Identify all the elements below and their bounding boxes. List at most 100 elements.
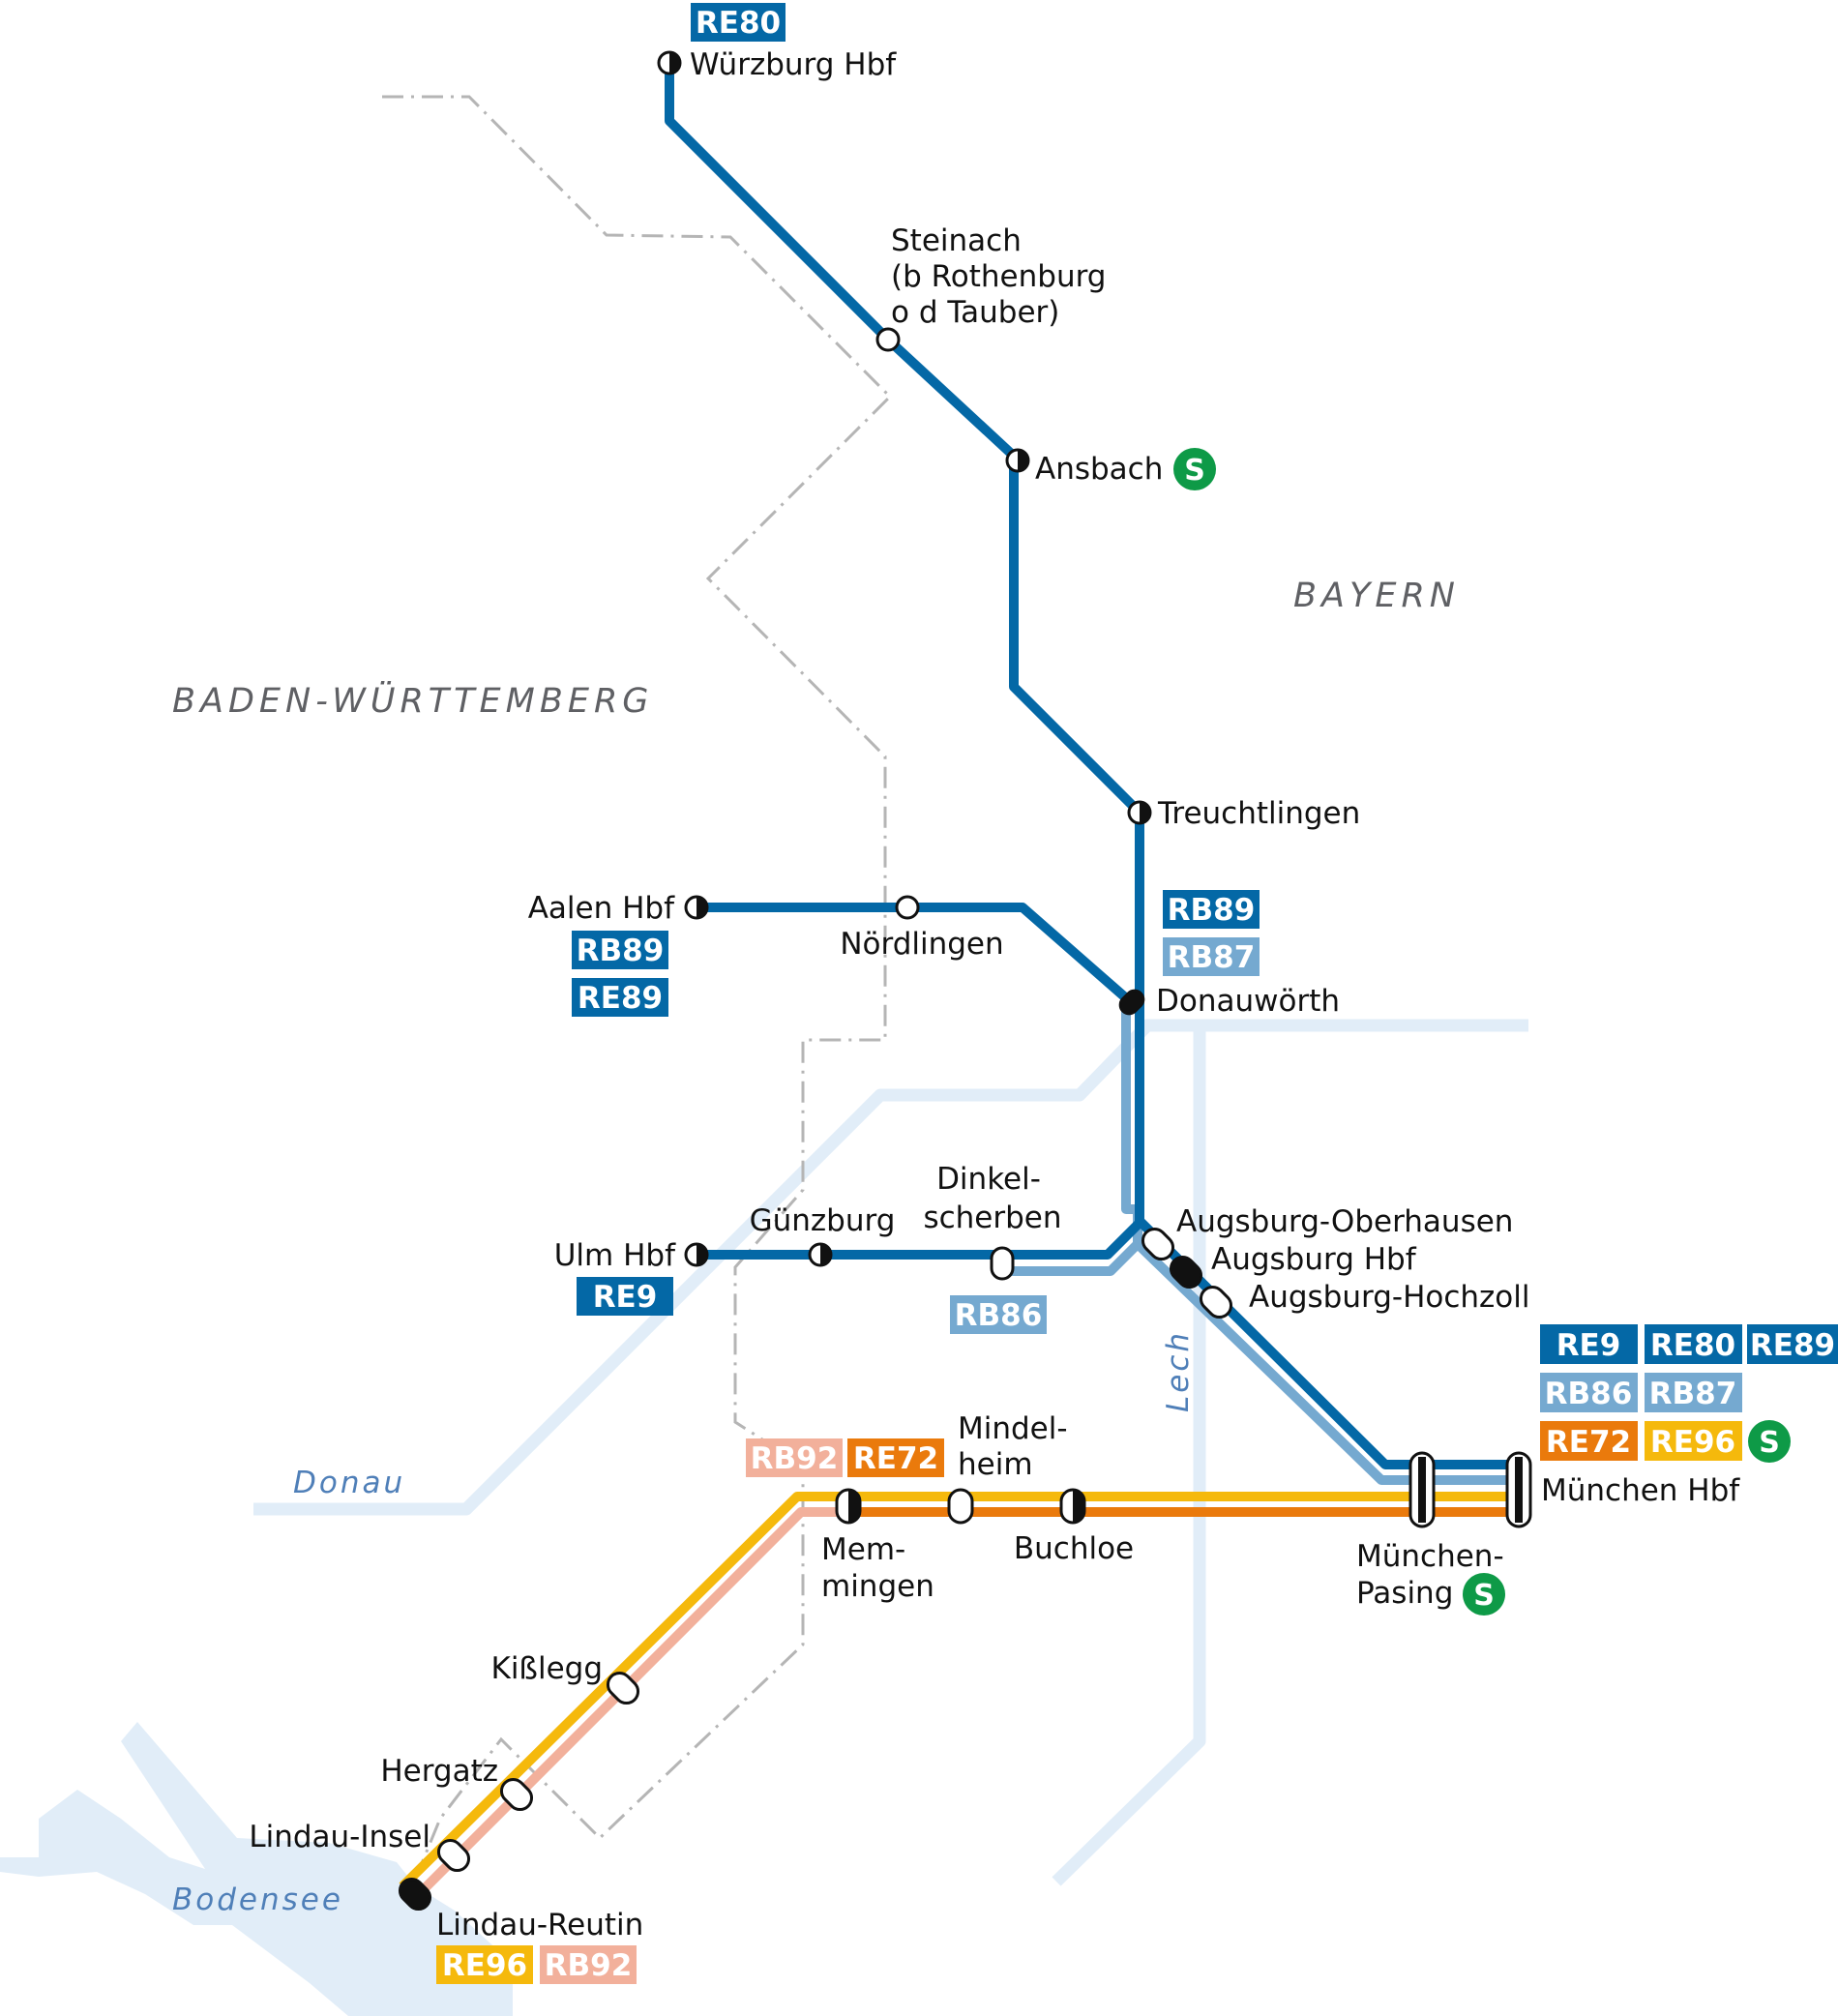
state-border (382, 95, 893, 1902)
svg-text:RE9: RE9 (593, 1280, 658, 1315)
label-muenchen-pasing-2: Pasing (1356, 1576, 1453, 1611)
line-re96 (399, 1492, 1515, 1890)
label-noerdlingen: Nördlingen (840, 927, 1003, 962)
badge-rb87-donauwoerth[interactable]: RB87 (1163, 937, 1260, 976)
sbahn-icon-muenchen-pasing: S (1463, 1573, 1505, 1616)
station-ulm-marker[interactable] (684, 1242, 709, 1267)
station-donauwoerth-marker[interactable] (1116, 987, 1146, 1017)
water-label-bodensee: Bodensee (172, 1883, 343, 1917)
badge-re72-memmingen[interactable]: RE72 (847, 1438, 944, 1477)
label-augsburg-hbf: Augsburg Hbf (1211, 1242, 1417, 1277)
label-aalen: Aalen Hbf (528, 891, 675, 926)
station-memmingen-marker[interactable] (835, 1488, 862, 1525)
badge-re9-ulm[interactable]: RE9 (577, 1277, 673, 1316)
station-muenchen-pasing-core (1418, 1457, 1426, 1523)
station-markers (395, 50, 1532, 1913)
badge-rb89-aalen[interactable]: RB89 (572, 931, 668, 969)
badge-rb86-muenchen[interactable]: RB86 (1540, 1373, 1638, 1412)
label-mindelheim-1: Mindel- (958, 1411, 1068, 1446)
label-donauwoerth: Donauwörth (1156, 984, 1340, 1019)
svg-text:RB89: RB89 (1168, 893, 1256, 928)
label-guenzburg: Günzburg (750, 1203, 896, 1238)
svg-text:RE72: RE72 (1546, 1425, 1631, 1460)
sbahn-icon-muenchen-hbf: S (1748, 1420, 1791, 1463)
lech-river (1052, 1025, 1206, 1886)
line-badges: RE80 RB89 RE89 RB89 RB87 RE9 RB86 (436, 3, 1838, 1984)
badge-rb89-donauwoerth[interactable]: RB89 (1163, 890, 1260, 929)
badge-re89-aalen[interactable]: RE89 (572, 978, 668, 1017)
station-augsburg-hbf-marker[interactable] (1166, 1252, 1205, 1291)
station-guenzburg-marker[interactable] (808, 1242, 833, 1267)
badge-re89-muenchen[interactable]: RE89 (1747, 1324, 1838, 1364)
station-steinach-marker[interactable] (875, 327, 901, 352)
badge-re80-wuerzburg[interactable]: RE80 (691, 3, 786, 42)
station-aalen-marker[interactable] (684, 895, 709, 920)
svg-text:RB92: RB92 (751, 1441, 839, 1476)
badge-re96-muenchen[interactable]: RE96 (1645, 1421, 1742, 1461)
sbahn-icon-ansbach: S (1173, 448, 1216, 490)
svg-text:RE80: RE80 (1650, 1328, 1735, 1363)
station-mindelheim-marker[interactable] (947, 1488, 974, 1525)
station-kisslegg-marker[interactable] (603, 1668, 642, 1707)
station-hergatz-marker[interactable] (496, 1774, 536, 1814)
badge-re72-muenchen[interactable]: RE72 (1540, 1421, 1638, 1461)
label-lindau-reutin: Lindau-Reutin (436, 1908, 643, 1942)
label-wuerzburg: Würzburg Hbf (690, 47, 897, 82)
badge-rb92-lindau[interactable]: RB92 (540, 1945, 637, 1984)
svg-text:S: S (1473, 1579, 1495, 1613)
station-dinkelscherben-marker[interactable] (990, 1246, 1015, 1281)
station-labels: Würzburg Hbf Steinach (b Rothenburg o d … (249, 47, 1740, 1942)
station-ansbach-marker[interactable] (1005, 448, 1030, 473)
rail-lines (399, 63, 1515, 1903)
label-dinkelscherben-1: Dinkel- (936, 1162, 1041, 1197)
svg-text:RB92: RB92 (545, 1948, 633, 1983)
label-steinach-1: Steinach (891, 223, 1022, 258)
svg-text:RB87: RB87 (1649, 1377, 1737, 1411)
water-label-lech: Lech (1161, 1330, 1196, 1412)
region-label-bw: BADEN-WÜRTTEMBERG (172, 680, 653, 721)
donau-river (253, 1019, 1528, 1516)
station-augsburg-oberhausen-marker[interactable] (1138, 1224, 1177, 1263)
label-muenchen-pasing-1: München- (1356, 1539, 1504, 1574)
svg-text:RE89: RE89 (578, 981, 663, 1016)
label-memmingen-2: mingen (821, 1569, 934, 1604)
region-label-bayern: BAYERN (1293, 577, 1460, 615)
station-treuchtlingen-marker[interactable] (1127, 800, 1152, 825)
svg-text:S: S (1759, 1426, 1780, 1460)
water-label-donau: Donau (293, 1466, 405, 1500)
line-main-to-muenchen (1135, 1006, 1515, 1469)
label-ulm: Ulm Hbf (554, 1238, 676, 1273)
label-mindelheim-2: heim (958, 1447, 1033, 1482)
badge-rb86-dinkelscherben[interactable]: RB86 (950, 1295, 1047, 1334)
badge-re80-muenchen[interactable]: RE80 (1645, 1324, 1742, 1364)
svg-text:RE89: RE89 (1750, 1328, 1835, 1363)
station-muenchen-hbf-core (1515, 1457, 1523, 1523)
svg-text:RE9: RE9 (1556, 1328, 1621, 1363)
line-rb92 (410, 1507, 851, 1903)
station-noerdlingen-marker[interactable] (895, 895, 920, 920)
label-kisslegg: Kißlegg (490, 1651, 603, 1686)
badge-re9-muenchen[interactable]: RE9 (1540, 1324, 1638, 1364)
badge-rb87-muenchen[interactable]: RB87 (1645, 1373, 1742, 1412)
svg-text:RE96: RE96 (1650, 1425, 1735, 1460)
badge-rb92-memmingen[interactable]: RB92 (746, 1438, 843, 1477)
label-steinach-3: o d Tauber) (891, 295, 1059, 330)
badge-re96-lindau[interactable]: RE96 (436, 1945, 533, 1984)
line-re80 (665, 63, 1144, 1006)
label-treuchtlingen: Treuchtlingen (1157, 796, 1360, 831)
station-wuerzburg-marker[interactable] (657, 50, 682, 75)
svg-text:RE96: RE96 (442, 1948, 527, 1983)
svg-text:RB87: RB87 (1168, 940, 1256, 975)
label-ansbach: Ansbach (1035, 452, 1163, 487)
label-muenchen-hbf: München Hbf (1541, 1473, 1740, 1508)
station-augsburg-hochzoll-marker[interactable] (1196, 1282, 1235, 1321)
label-augsburg-hochzoll: Augsburg-Hochzoll (1249, 1280, 1530, 1315)
station-lindau-insel-marker[interactable] (433, 1835, 473, 1875)
station-lindau-reutin-marker[interactable] (395, 1874, 434, 1913)
label-dinkelscherben-2: scherben (923, 1201, 1061, 1235)
line-rb86-rb87-to-muenchen (1134, 1240, 1515, 1485)
svg-text:RE80: RE80 (696, 6, 781, 41)
label-augsburg-oberhausen: Augsburg-Oberhausen (1176, 1204, 1513, 1239)
station-buchloe-marker[interactable] (1059, 1488, 1086, 1525)
svg-text:RB89: RB89 (577, 934, 665, 968)
